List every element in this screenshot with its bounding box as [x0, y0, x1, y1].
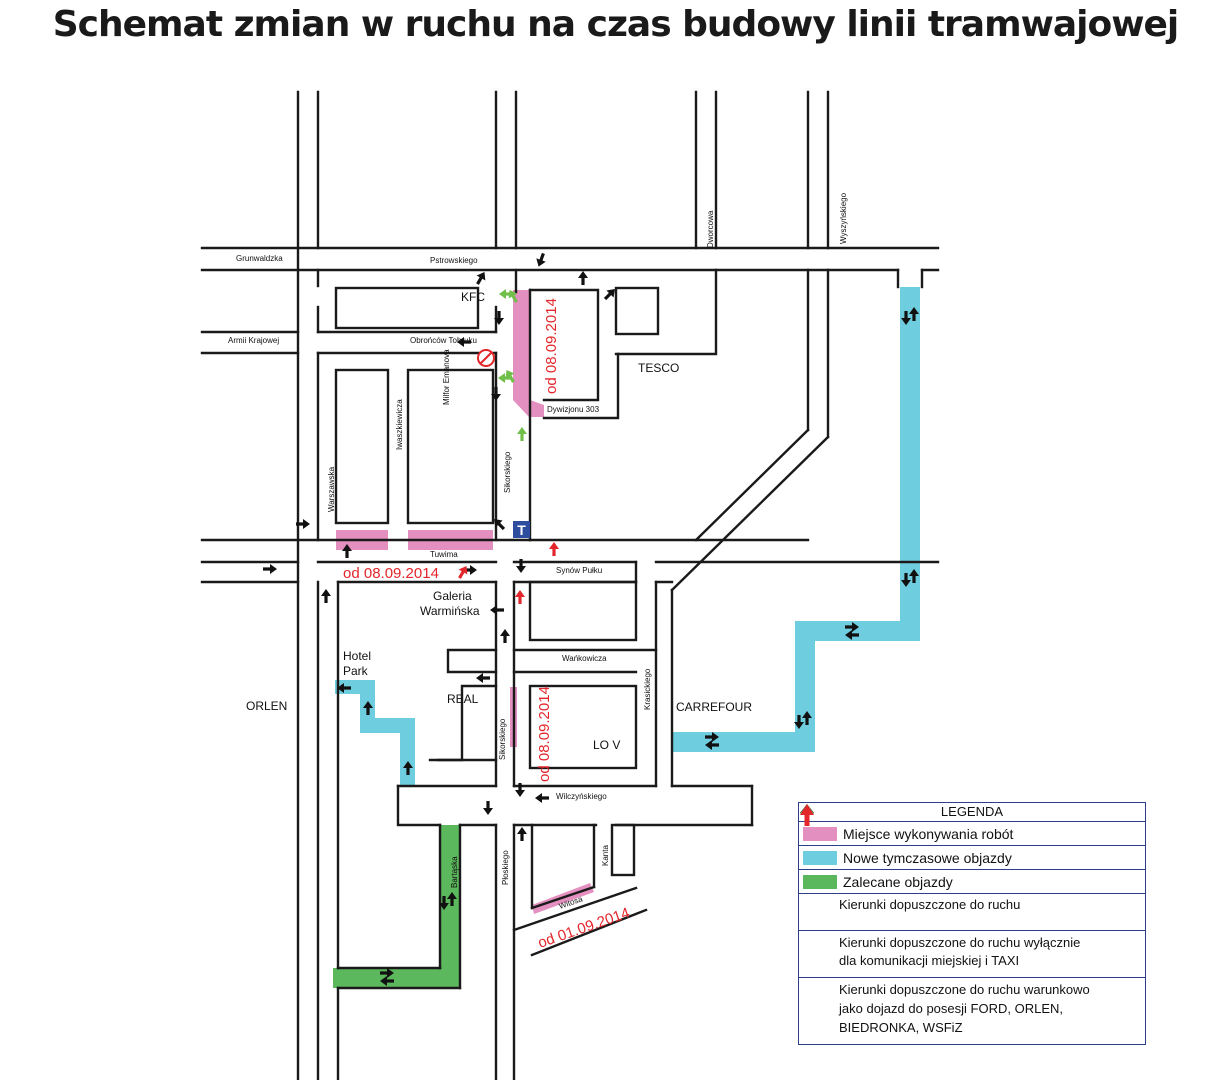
street-synow-pulku: Synów Pułku — [556, 566, 602, 575]
place-hotel-2: Park — [343, 664, 369, 678]
place-kfc: KFC — [461, 290, 485, 304]
legend-row-works: Miejsce wykonywania robót — [799, 822, 1145, 846]
date-witosa: od 01.09.2014 — [536, 904, 632, 951]
place-labels: KFC TESCO Galeria Warmińska Hotel Park R… — [246, 290, 752, 752]
street-plowickiego: Płoskiego — [501, 850, 510, 885]
street-labels: Grunwaldzka Pstrowskiego Armii Krajowej … — [228, 192, 848, 910]
legend-red-arrow-line-3: BIEDRONKA, WSFiZ — [839, 1020, 963, 1035]
legend-works-label: Miejsce wykonywania robót — [843, 825, 1014, 842]
red-arrow-icon — [799, 804, 839, 988]
legend-row-black-arrow: Kierunki dopuszczone do ruchu — [799, 804, 1145, 931]
place-real: REAL — [447, 692, 479, 706]
street-obroncow-tobruku: Obrońców Tobruku — [410, 336, 477, 345]
street-wyszynskiego: Wyszyńskiego — [839, 192, 848, 244]
street-pstrowskiego: Pstrowskiego — [430, 256, 478, 265]
legend: LEGENDA Miejsce wykonywania robót Nowe t… — [798, 802, 1146, 1045]
street-sikorskiego-north: Sikorskiego — [503, 451, 512, 493]
date-tuwima: od 08.09.2014 — [343, 565, 439, 582]
legend-green-arrow-line-1: Kierunki dopuszczone do ruchu wyłącznie — [839, 935, 1081, 950]
street-sikorskiego-south: Sikorskiego — [498, 718, 507, 760]
street-tuwima: Tuwima — [430, 550, 458, 559]
legend-black-arrow-label: Kierunki dopuszczone do ruchu — [839, 897, 1021, 912]
place-tesco: TESCO — [638, 361, 679, 375]
svg-text:T: T — [517, 522, 526, 538]
legend-green-arrow-line-2: dla komunikacji miejskiej i TAXI — [839, 953, 1020, 968]
legend-red-arrow-line-2: jako dojazd do posesji FORD, ORLEN, — [839, 1001, 1063, 1016]
street-iwaszkiewicza: Iwaszkiewicza — [395, 399, 404, 450]
road-network — [200, 90, 940, 1080]
street-krasickiego: Krasickiego — [643, 668, 652, 710]
map-title: Schemat zmian w ruchu na czas budowy lin… — [52, 4, 1180, 45]
street-grunwaldzka: Grunwaldzka — [236, 254, 283, 263]
street-bartaska: Bartąska — [450, 856, 459, 888]
legend-new-detours-label: Nowe tymczasowe objazdy — [843, 849, 1012, 866]
black-arrow-icon — [799, 804, 839, 897]
new-detour-swatch — [803, 850, 837, 865]
legend-row-red-arrow: Kierunki dopuszczone do ruchu warunkowo … — [799, 804, 1145, 1046]
green-arrow-icon — [799, 804, 839, 939]
date-north: od 08.09.2014 — [543, 298, 560, 394]
works-swatch — [803, 826, 837, 841]
street-wilczynskiego: Wilczyńskiego — [556, 792, 607, 801]
street-dywizjonu: Dywizjonu 303 — [547, 405, 600, 414]
recommended-swatch — [803, 874, 837, 889]
date-sikorskiego: od 08.09.2014 — [536, 686, 553, 782]
legend-red-arrow-line-1: Kierunki dopuszczone do ruchu warunkowo — [839, 982, 1090, 997]
new-detour-hotel-park — [335, 680, 415, 786]
date-labels: od 08.09.2014 od 08.09.2014 od 08.09.201… — [343, 298, 632, 952]
no-turn-sign — [477, 349, 495, 367]
tram-stop-sign: T — [513, 521, 530, 538]
new-detour-east — [672, 287, 920, 752]
legend-recommended-label: Zalecane objazdy — [843, 873, 953, 890]
place-hotel-1: Hotel — [343, 649, 371, 663]
legend-row-green-arrow: Kierunki dopuszczone do ruchu wyłącznie … — [799, 804, 1145, 978]
legend-row-recommended: Zalecane objazdy — [799, 870, 1145, 894]
street-kanta: Kanta — [601, 845, 610, 866]
legend-title: LEGENDA — [799, 803, 1145, 822]
works-sikorskiego-north — [513, 290, 544, 417]
street-wankowicza: Wańkowicza — [562, 654, 607, 663]
recommended-detour-bartaska — [333, 825, 460, 988]
street-milfor: Milfor Emanova — [442, 349, 451, 405]
place-orlen: ORLEN — [246, 699, 287, 713]
place-galeria-1: Galeria — [433, 589, 472, 603]
street-warszawska: Warszawska — [327, 466, 336, 512]
legend-row-new-detours: Nowe tymczasowe objazdy — [799, 846, 1145, 870]
place-galeria-2: Warmińska — [420, 604, 480, 618]
place-lo: LO V — [593, 738, 620, 752]
street-armii-krajowej: Armii Krajowej — [228, 336, 279, 345]
street-dworcowa: Dworcowa — [706, 210, 715, 248]
place-carrefour: CARREFOUR — [676, 700, 752, 714]
